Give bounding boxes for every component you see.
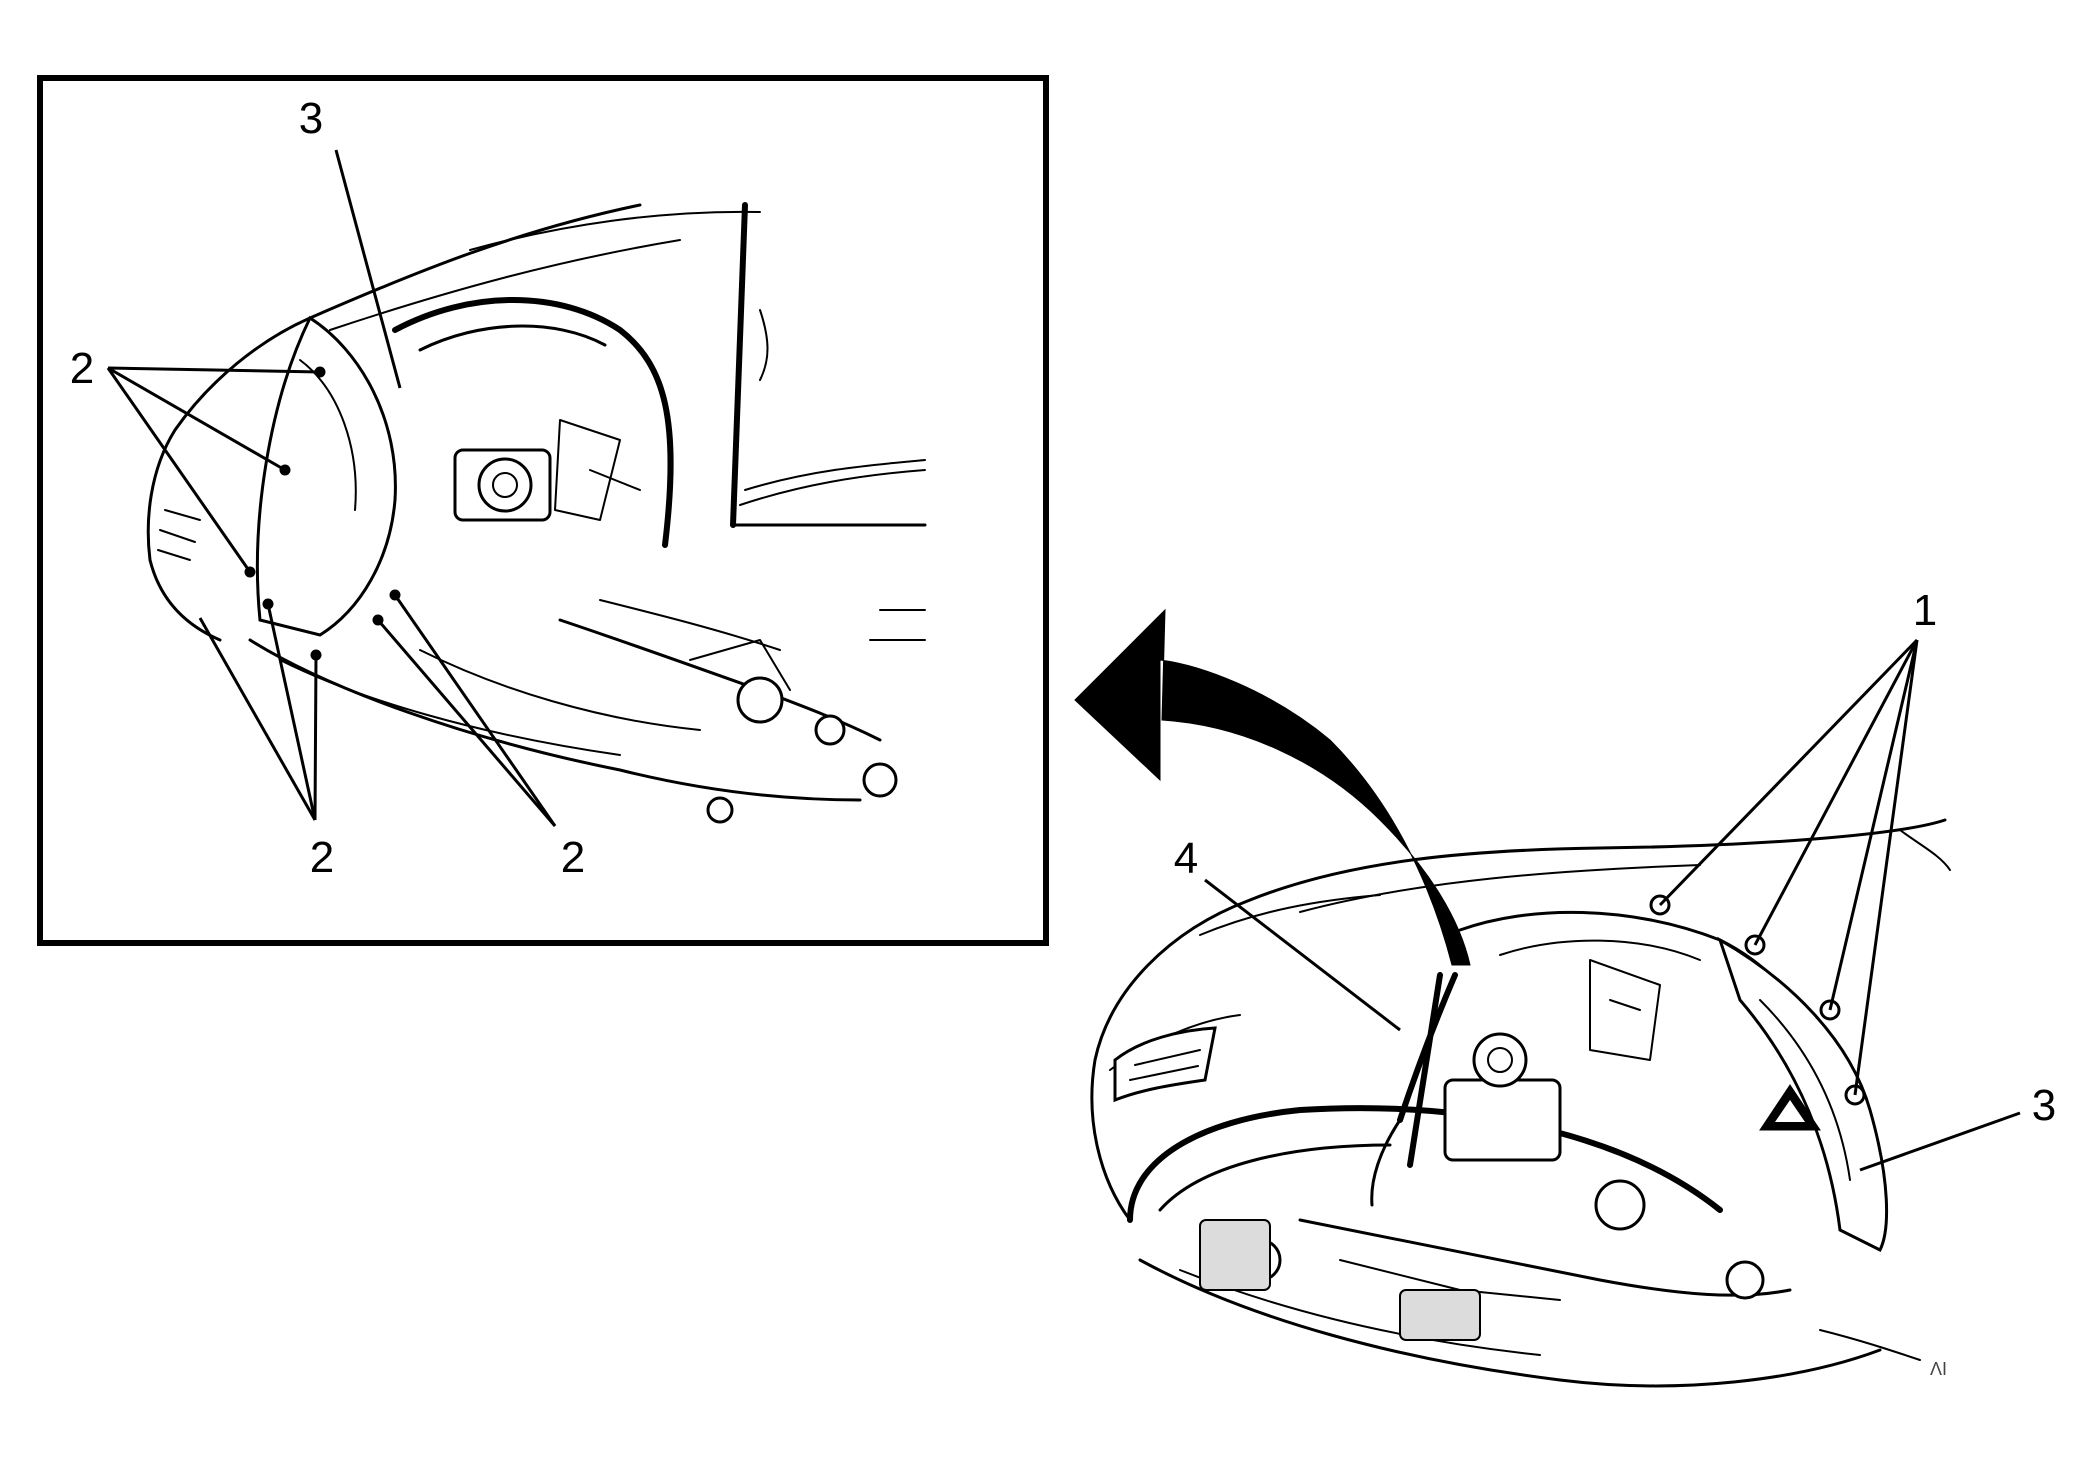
leader-2-upper-b [107, 366, 286, 472]
inset-detail-view: 3 2 2 2 [37, 75, 1049, 946]
leader-1-c [1828, 639, 1919, 1011]
callout-3-main: 3 [2032, 1081, 2056, 1130]
callout-2-bottom-right: 2 [561, 833, 585, 882]
callout-4: 4 [1174, 834, 1198, 883]
leader-3-main [1859, 1111, 2021, 1172]
leader-2-bottom-right-b [393, 594, 557, 827]
callout-2-upper-left: 2 [70, 344, 94, 393]
inset-vehicle-drawing [146, 202, 927, 824]
leader-2-bottom-left-a [198, 617, 317, 821]
callout-3-inset: 3 [299, 94, 323, 143]
art-id: ΛΙ [1930, 1359, 1947, 1379]
callout-2-bottom-left: 2 [310, 833, 334, 882]
leader-1-d [1853, 639, 1919, 1096]
leader-4 [1204, 878, 1401, 1032]
leader-2-bottom-left-c [313, 654, 318, 821]
leader-2-upper-c [106, 367, 252, 573]
callout-1: 1 [1913, 586, 1937, 635]
leader-2-bottom-left-b [266, 603, 317, 821]
leader-1-b [1753, 639, 1919, 946]
main-vehicle-view [1090, 818, 1951, 1388]
leader-2-upper-a [107, 366, 321, 374]
leader-1-a [1658, 638, 1919, 907]
leader-3-inset [334, 149, 402, 389]
leader-2-bottom-right-a [376, 619, 557, 827]
